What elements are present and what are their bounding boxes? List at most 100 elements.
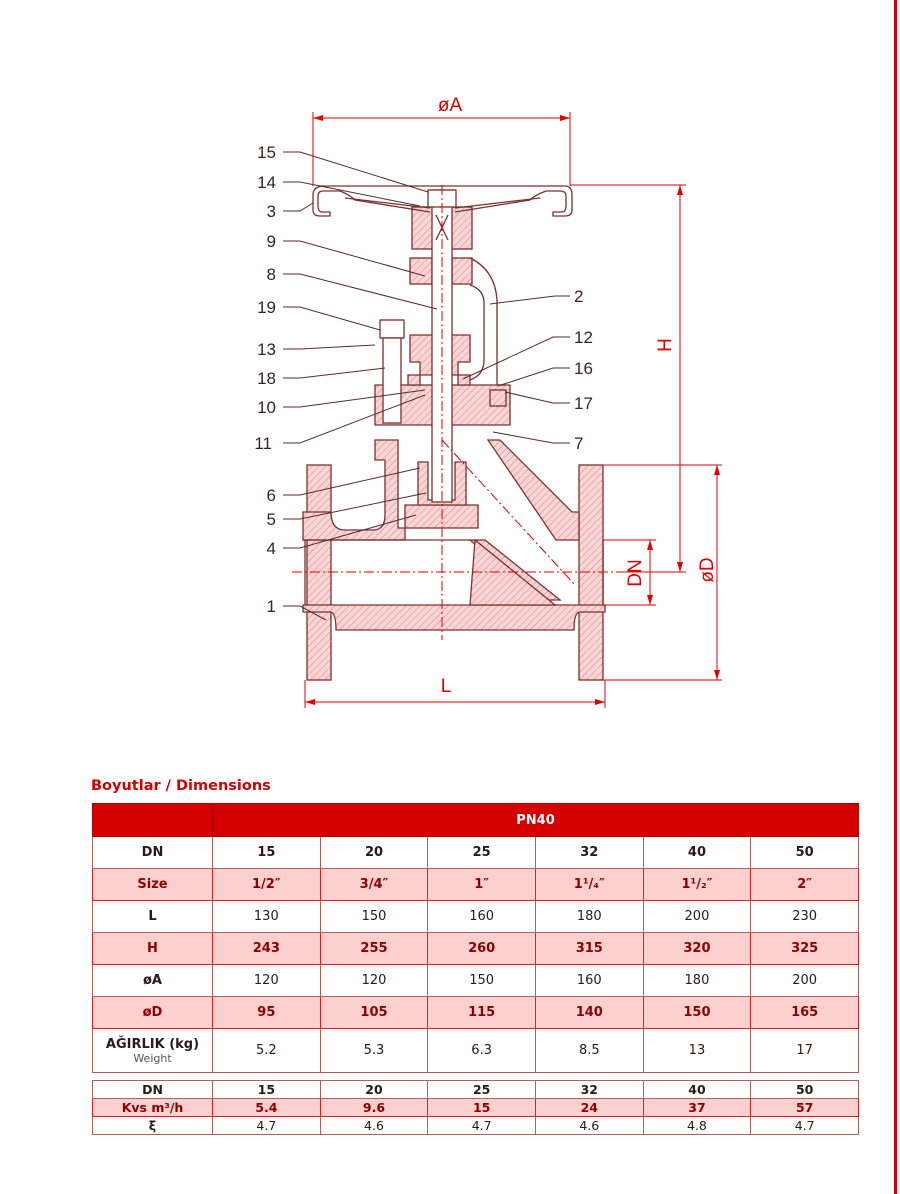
table-cell: 180 (534, 900, 644, 933)
section-title: Boyutlar / Dimensions (91, 778, 271, 794)
table-cell: 15 (212, 1080, 321, 1099)
valve-outlines (303, 185, 604, 605)
part-number: 7 (574, 434, 583, 453)
table-cell: 5.4 (212, 1098, 321, 1117)
weight-label: AĞIRLIK (kg) (105, 1036, 200, 1052)
part-number: 19 (257, 298, 276, 317)
row-label: AĞIRLIK (kg)Weight (92, 1028, 213, 1073)
table-cell: 25 (427, 836, 536, 869)
table-cell: 200 (642, 900, 752, 933)
row-label: øA (92, 964, 213, 997)
dim-label-H: H (655, 338, 676, 352)
table-cell: 40 (642, 836, 752, 869)
table-cell: 95 (212, 996, 321, 1029)
part-number: 15 (257, 143, 276, 162)
part-number: 3 (267, 202, 276, 221)
part-number: 13 (257, 340, 276, 359)
table-cell: 8.5 (534, 1028, 644, 1073)
table-cell: 120 (319, 964, 429, 997)
part-number: 10 (257, 398, 276, 417)
dim-label-D: øD (697, 557, 718, 582)
table-cell: 1¹/₄″ (534, 868, 644, 901)
table-cell: 17 (750, 1028, 859, 1073)
row-label: DN (92, 1080, 213, 1099)
center-lines (292, 185, 620, 640)
table-cell: 320 (642, 932, 752, 965)
table-cell: 20 (319, 1080, 429, 1099)
header-blank-cell (92, 803, 213, 837)
row-label: Size (92, 868, 213, 901)
row-label: DN (92, 836, 213, 869)
row-label: L (92, 900, 213, 933)
table-cell: 6.3 (427, 1028, 536, 1073)
table-cell: 32 (534, 836, 644, 869)
table-cell: 120 (212, 964, 321, 997)
table-cell: 24 (534, 1098, 644, 1117)
part-numbers-right: 2 12 16 17 7 (574, 287, 593, 453)
table-cell: 32 (534, 1080, 644, 1099)
part-number: 12 (574, 328, 593, 347)
table-cell: 2″ (750, 868, 859, 901)
table-cell: 260 (427, 932, 536, 965)
table-cell: 4.7 (212, 1116, 321, 1135)
table-cell: 15 (212, 836, 321, 869)
table-cell: 20 (319, 836, 429, 869)
part-number: 9 (267, 232, 276, 251)
table-cell: 1¹/₂″ (642, 868, 752, 901)
table-cell: 165 (750, 996, 859, 1029)
dimension-arrows (305, 115, 720, 705)
row-label: øD (92, 996, 213, 1029)
table-cell: 243 (212, 932, 321, 965)
part-number: 16 (574, 359, 593, 378)
table-cell: 5.2 (212, 1028, 321, 1073)
table-cell: 255 (319, 932, 429, 965)
table-cell: 130 (212, 900, 321, 933)
dim-label-DN: DN (625, 559, 646, 586)
table-cell: 115 (427, 996, 536, 1029)
row-label: ξ (92, 1116, 213, 1135)
part-numbers-left: 15 14 3 9 8 19 13 18 10 11 6 5 4 1 (254, 143, 276, 616)
part-number: 5 (267, 510, 276, 529)
row-label: Kvs m³/h (92, 1098, 213, 1117)
valve-drawing: øA H DN øD L 15 14 3 9 8 19 13 18 10 11 … (254, 95, 722, 708)
table-header-row: PN40 (92, 803, 859, 837)
table-cell: 180 (642, 964, 752, 997)
table-cell: 325 (750, 932, 859, 965)
table-cell: 3/4″ (319, 868, 429, 901)
table-cell: 150 (642, 996, 752, 1029)
pressure-class-header: PN40 (212, 803, 859, 837)
table-cell: 40 (642, 1080, 752, 1099)
table-cell: 160 (427, 900, 536, 933)
table-cell: 150 (319, 900, 429, 933)
table-cell: 105 (319, 996, 429, 1029)
part-number: 17 (574, 394, 593, 413)
table-cell: 230 (750, 900, 859, 933)
table-cell: 140 (534, 996, 644, 1029)
table-cell: 50 (750, 1080, 859, 1099)
part-number: 1 (267, 597, 276, 616)
table-cell: 9.6 (319, 1098, 429, 1117)
part-number: 11 (254, 434, 272, 453)
row-label: H (92, 932, 213, 965)
leader-lines (283, 151, 570, 621)
table-cell: 150 (427, 964, 536, 997)
table-cell: 25 (427, 1080, 536, 1099)
part-number: 4 (267, 539, 276, 558)
table-cell: 200 (750, 964, 859, 997)
table-cell: 37 (642, 1098, 752, 1117)
part-number: 6 (267, 486, 276, 505)
dim-label-A: øA (438, 95, 463, 116)
table-cell: 15 (427, 1098, 536, 1117)
table-cell: 50 (750, 836, 859, 869)
page-edge-bar (894, 0, 897, 1194)
table-cell: 160 (534, 964, 644, 997)
part-number: 2 (574, 287, 583, 306)
